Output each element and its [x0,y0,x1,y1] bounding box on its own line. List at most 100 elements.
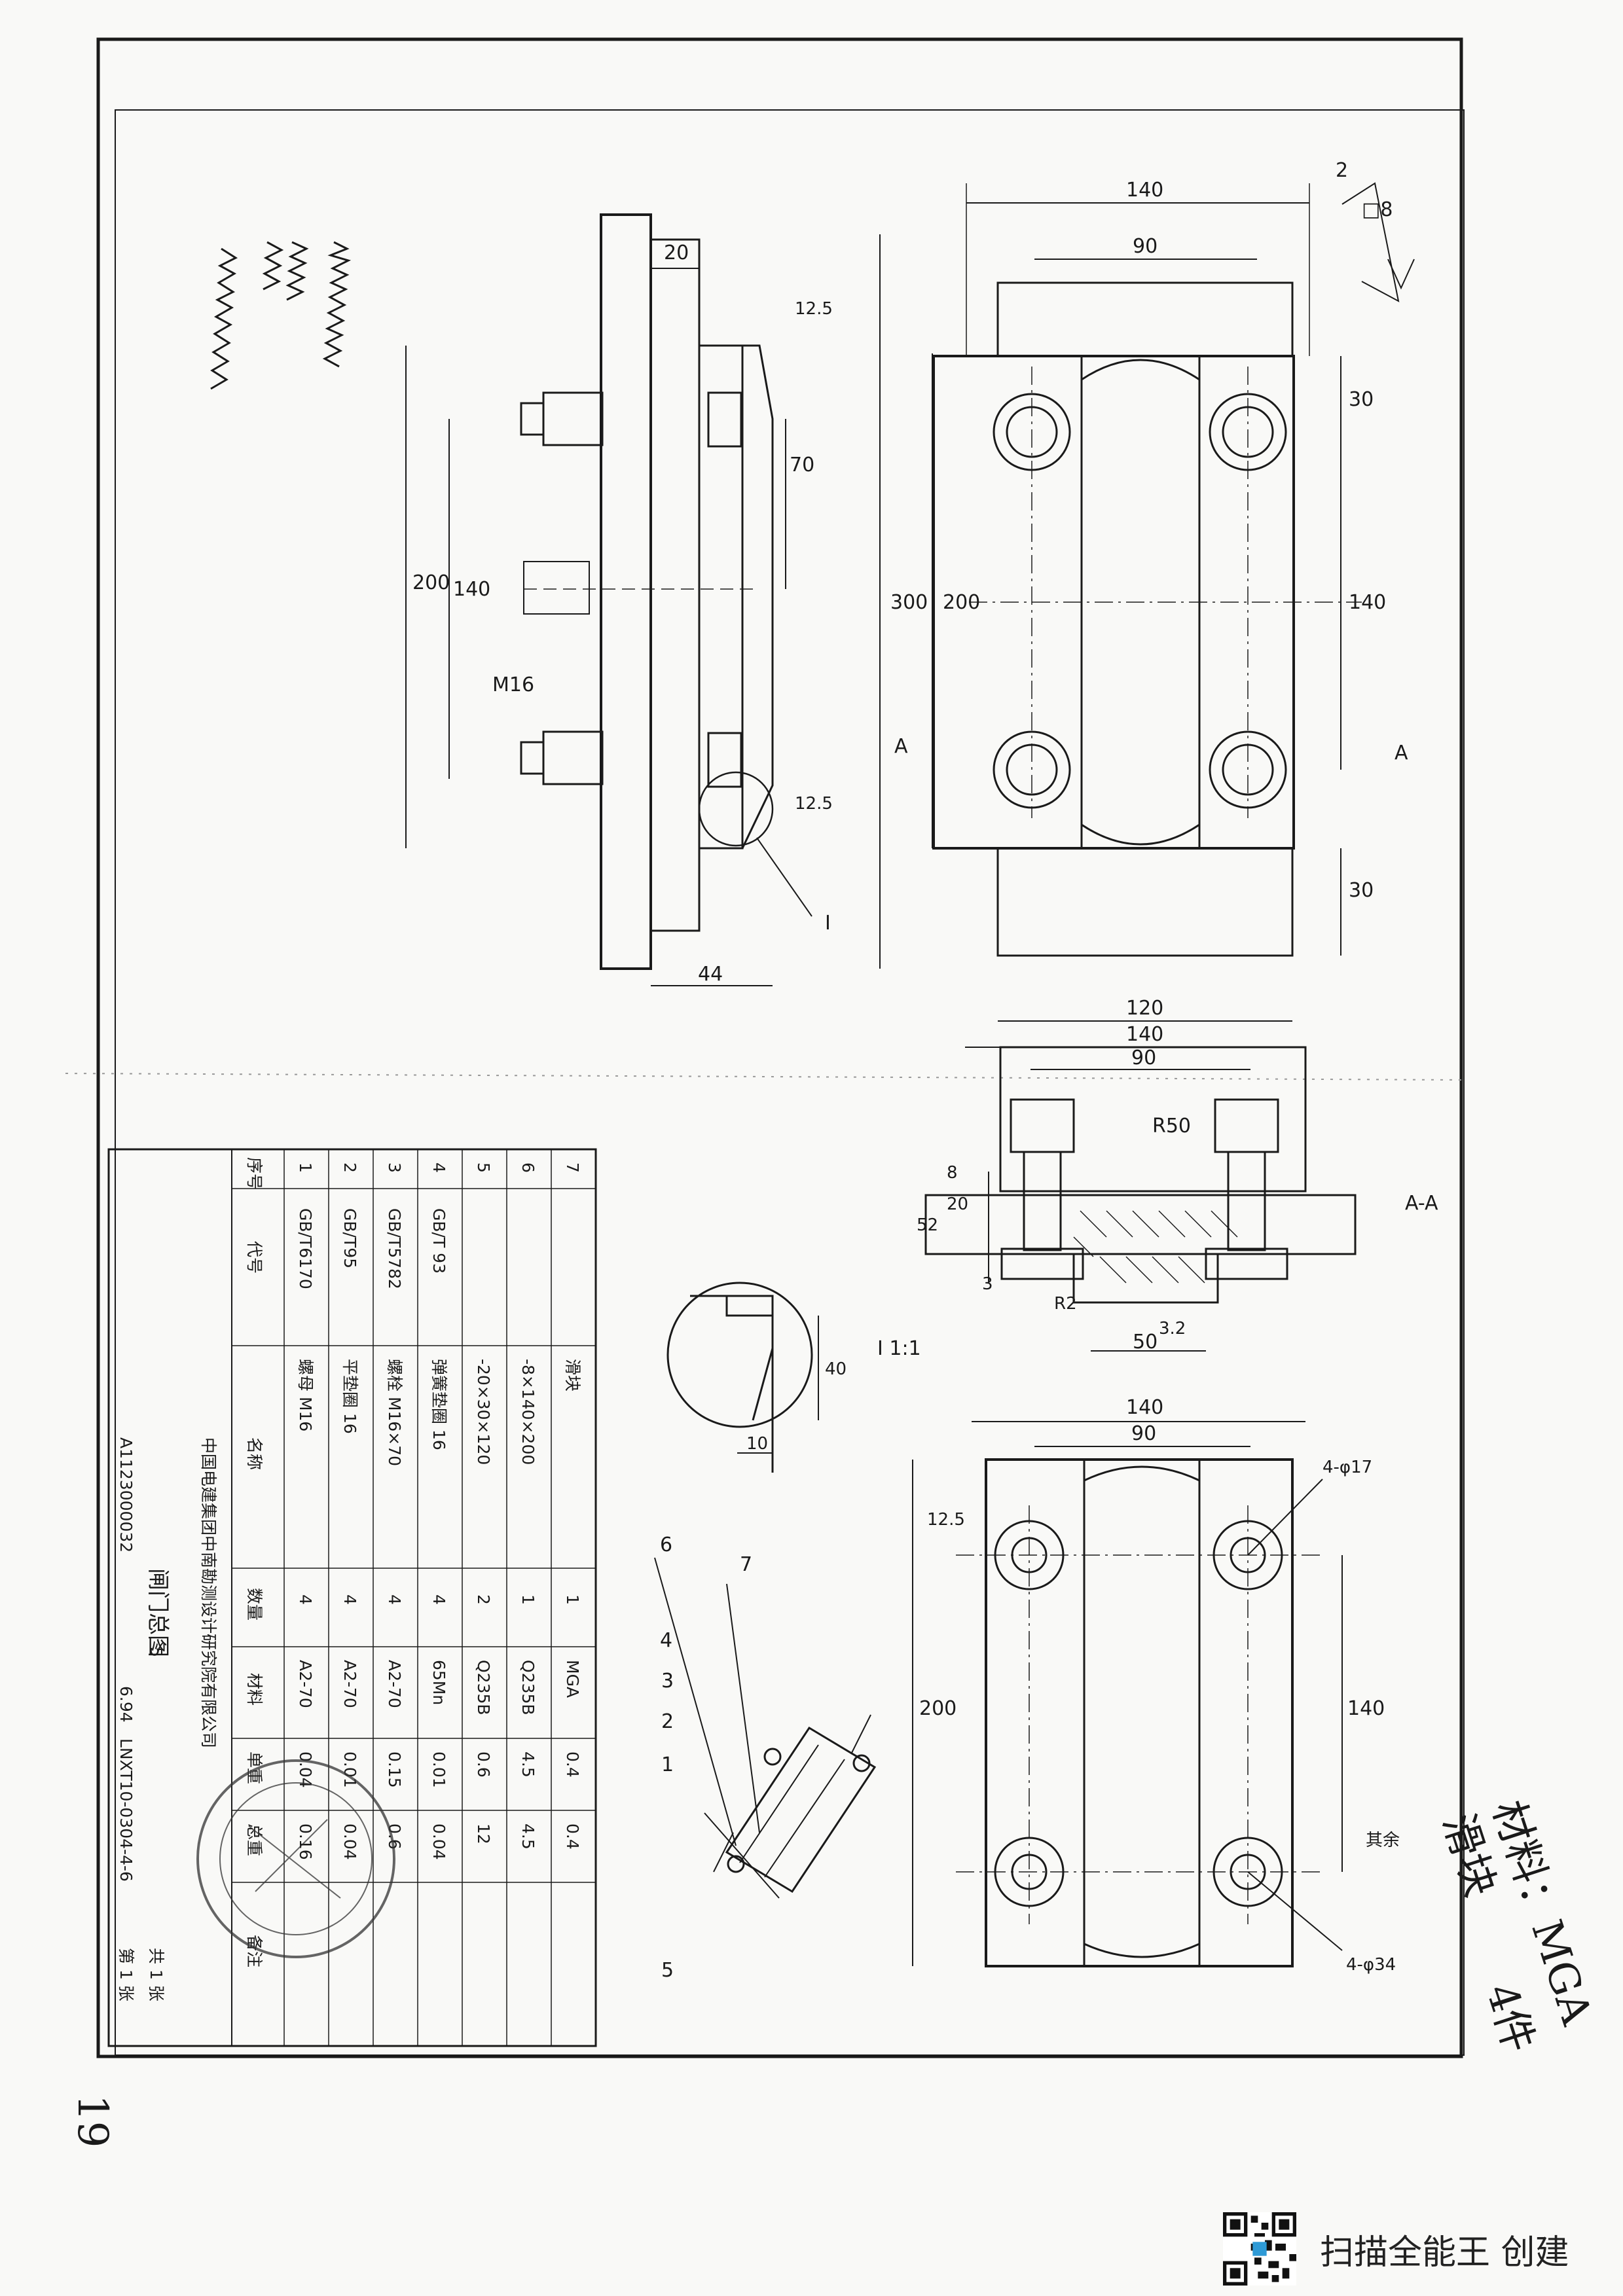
sheet-weight: 6.94 [117,1686,136,1723]
svg-text:序号: 序号 [245,1157,264,1190]
certificate-number: A1123000032 [117,1437,136,1552]
svg-text:2: 2 [340,1162,359,1173]
section-title: A-A [1405,1192,1438,1215]
detail-view-labels: I 1:1 40 10 [746,1337,921,1454]
svg-text:0.15: 0.15 [385,1751,404,1788]
svg-text:Q235B: Q235B [519,1660,538,1715]
svg-text:4: 4 [340,1594,359,1605]
detail-mark: I [825,912,831,935]
svg-text:A2-70: A2-70 [385,1660,404,1708]
svg-text:弹簧垫圈 16: 弹簧垫圈 16 [429,1359,448,1450]
svg-text:总重: 总重 [245,1823,264,1856]
scanner-watermark: 扫描全能王 创建 [1223,2211,1569,2287]
balloons: 6 7 4 3 2 1 5 [660,1534,752,1982]
parts-list-table: 7 滑块 1 MGA 0.4 0.4 6 -8×140×200 1 Q235B … [107,1148,597,2047]
svg-text:0.4: 0.4 [563,1823,582,1850]
svg-text:4.5: 4.5 [519,1823,538,1850]
page-number: 19 [68,2094,117,2147]
weld-symbol: □8 [1362,198,1393,221]
section-view-labels: A-A 140 90 R50 8 20 52 3 R2 50 3.2 [917,1023,1438,1354]
sheet-page: 第 1 张 [117,1948,136,2001]
dim-plan-90: 90 [1131,1422,1156,1445]
table-row: 6 -8×140×200 1 Q235B 4.5 4.5 [519,1162,538,1850]
dim-sec-90: 90 [1131,1047,1156,1069]
roughness-mark-2: 12.5 [795,794,833,814]
svg-text:螺栓 M16×70: 螺栓 M16×70 [385,1359,404,1466]
roughness-rest-label: 其余 [1366,1831,1400,1850]
hole-callout-17: 4-φ17 [1322,1458,1372,1477]
svg-text:数量: 数量 [245,1588,264,1621]
svg-text:7: 7 [563,1162,582,1173]
svg-text:平垫圈 16: 平垫圈 16 [340,1359,359,1434]
svg-text:材料: 材料 [245,1673,264,1706]
svg-text:1: 1 [296,1162,315,1173]
svg-text:3: 3 [385,1162,404,1173]
svg-text:GB/T95: GB/T95 [340,1208,359,1268]
balloon-2: 2 [661,1710,674,1733]
balloon-4: 4 [660,1629,672,1652]
table-row: 2 GB/T95 平垫圈 16 4 A2-70 0.01 0.04 [340,1162,359,1860]
detail-view [666,1282,819,1473]
dim-top-90: 90 [1133,235,1158,258]
balloon-7: 7 [740,1553,752,1576]
side-view [405,213,812,986]
handwritten-quantity: 4件 [1476,1978,1544,2058]
dim-side-20: 20 [664,242,689,264]
svg-text:螺母 M16: 螺母 M16 [296,1359,315,1431]
svg-text:0.04: 0.04 [429,1823,448,1860]
svg-text:0.6: 0.6 [474,1751,493,1778]
balloon-6: 6 [660,1534,672,1556]
svg-text:5: 5 [474,1162,493,1173]
dim-side-44: 44 [698,963,723,986]
top-view-labels: 140 90 300 200 140 30 30 120 □8 2 A A [890,159,1408,1020]
svg-text:0.04: 0.04 [340,1823,359,1860]
weld-reference: 2 [1336,159,1348,182]
dim-side-70: 70 [790,454,814,476]
dim-sec-r2: R2 [1054,1294,1077,1314]
dim-sec-52: 52 [917,1215,938,1235]
bolt-label-m16: M16 [492,673,534,696]
roughness-plan: 12.5 [927,1510,965,1530]
section-view [924,1046,1357,1352]
svg-text:1: 1 [519,1594,538,1605]
svg-text:A2-70: A2-70 [340,1660,359,1708]
section-mark-left: A [894,735,908,758]
svg-text:12: 12 [474,1823,493,1844]
hole-callout-34: 4-φ34 [1346,1955,1396,1975]
balloon-1: 1 [661,1753,674,1776]
scanner-app-text: 扫描全能王 创建 [1320,2233,1569,2272]
svg-text:4.5: 4.5 [519,1751,538,1778]
side-view-labels: 20 140 70 200 M16 44 I 12.5 12.5 [412,242,833,986]
dim-top-30-b: 30 [1349,879,1374,902]
plan-view-labels: 140 90 200 140 4-φ17 4-φ34 其余 12.5 [919,1396,1400,1975]
drawing-number: LNXT10-0304-4-6 [117,1738,136,1882]
dim-plan-140: 140 [1126,1396,1163,1419]
svg-text:0.01: 0.01 [429,1751,448,1788]
svg-text:-8×140×200: -8×140×200 [519,1359,538,1465]
isometric-view [654,1557,877,1899]
dim-sec-140: 140 [1126,1023,1163,1046]
svg-text:4: 4 [429,1162,448,1173]
svg-text:GB/T6170: GB/T6170 [296,1208,315,1289]
svg-text:A2-70: A2-70 [296,1660,315,1708]
dim-top-140: 140 [1126,179,1163,202]
technical-notes [210,241,352,390]
qr-code-icon [1223,2212,1296,2286]
svg-text:0.4: 0.4 [563,1751,582,1778]
table-header: 序号 代号 名称 数量 材料 单重 总重 备注 [245,1157,264,1967]
svg-text:名称: 名称 [245,1437,264,1470]
dim-side-140: 140 [453,578,490,601]
dim-top-140-bolts: 140 [1349,591,1386,614]
table-row: 4 GB/T 93 弹簧垫圈 16 4 65Mn 0.01 0.04 [429,1162,448,1860]
svg-text:GB/T 93: GB/T 93 [429,1208,448,1274]
plan-view [912,1421,1343,1967]
section-mark-right: A [1395,742,1408,764]
svg-text:-20×30×120: -20×30×120 [474,1359,493,1465]
svg-text:4: 4 [429,1594,448,1605]
svg-text:2: 2 [474,1594,493,1605]
dim-sec-3: 3 [982,1274,993,1294]
dim-side-200: 200 [412,571,450,594]
sheet-number: 5 [147,1647,166,1657]
